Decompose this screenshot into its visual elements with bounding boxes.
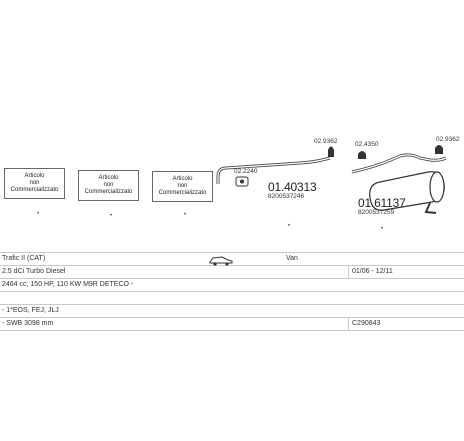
body-type-text: Van [286,255,298,262]
years-text: 01/06 - 12/11 [352,268,393,275]
hanger-mid-icon [358,151,366,159]
middle-part-code: 01.40313 [268,180,317,194]
dot-5: • [381,226,384,232]
ref-divider [348,317,349,330]
dot-2: • [110,213,113,219]
article-box-1: Articolo non Commercializzato [4,168,65,199]
hanger-left-label: 02.9362 [314,138,338,145]
hanger-right-label: 02.9362 [436,136,460,143]
clamp-left-icon [235,176,249,187]
wheelbase-text: - SWB 3098 mm [2,320,54,327]
engine-text: 2.5 dCi Turbo Diesel [2,268,66,275]
table-line-6 [0,317,464,318]
dot-1: • [37,211,40,217]
reference-text: C290843 [352,320,381,327]
article-box-3: Articolo non Commercializzato [152,171,213,202]
table-line-4 [0,291,464,292]
spec-text: 2464 cc, 150 HP, 110 KW M9R DETECO - [2,281,134,288]
car-icon [208,253,234,271]
notes-text: - 1*EOS, FEJ, JLJ [2,307,59,314]
years-divider [348,265,349,278]
dot-3: • [184,212,187,218]
table-line-2 [0,265,464,266]
rear-pipe [351,153,447,174]
article-box-2: Articolo non Commercializzato [78,170,139,201]
table-line-5 [0,304,464,305]
clamp-left-label: 02.2240 [234,168,258,175]
hanger-mid-label: 02.4350 [355,141,379,148]
dot-4: • [288,223,291,229]
rear-part-code: 01.61137 [358,196,406,210]
rear-part-oem: 8200537259 [358,209,395,216]
hanger-left-icon [328,146,334,157]
table-line-1 [0,252,464,253]
hanger-right-icon [435,145,443,154]
table-line-7 [0,330,464,331]
table-line-3 [0,278,464,279]
model-text: Trafic II (CAT) [2,255,46,262]
middle-part-oem: 8200537246 [268,193,305,200]
rear-muffler [369,171,445,214]
